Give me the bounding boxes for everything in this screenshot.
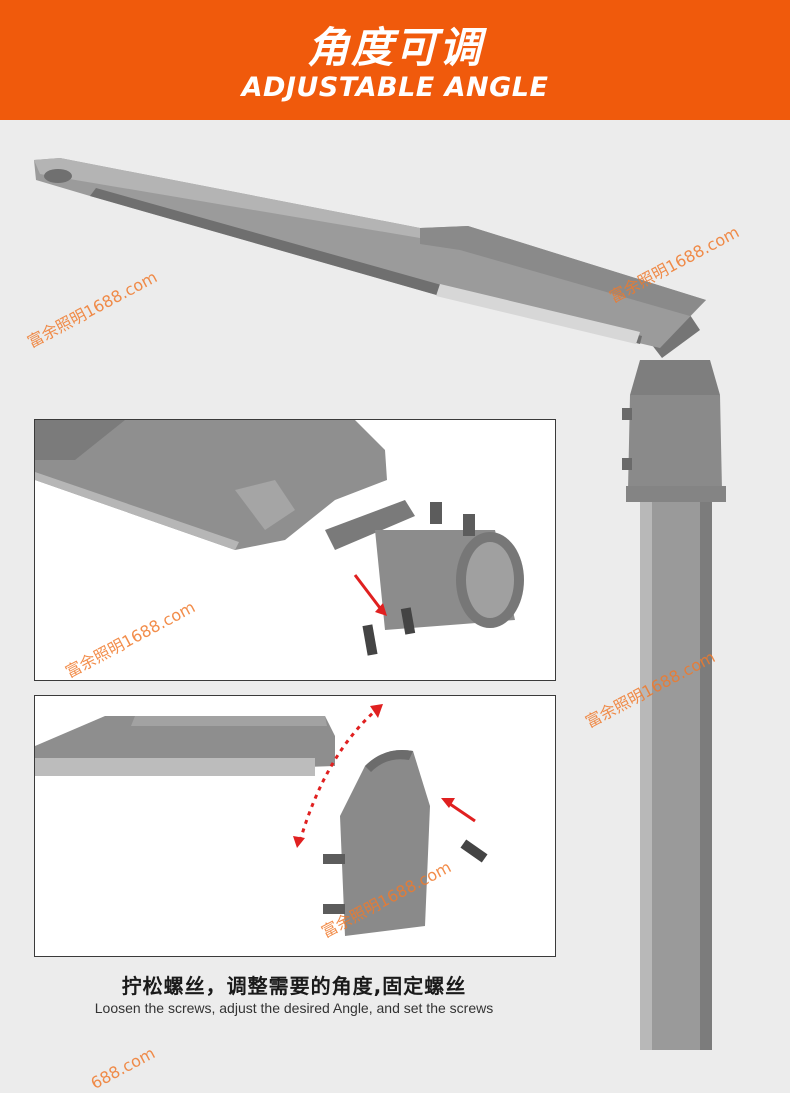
- banner-title-en: ADJUSTABLE ANGLE: [241, 72, 549, 103]
- detail-panel-disassembly: [34, 419, 556, 681]
- banner-title-cn: 角度可调: [306, 23, 483, 72]
- detail-panel-adjustment: [34, 695, 556, 957]
- adjustment-illustration: [35, 704, 488, 936]
- header-banner: 角度可调 ADJUSTABLE ANGLE: [0, 0, 790, 120]
- pole-adapter: [628, 395, 722, 490]
- lamp-head-body: [34, 158, 706, 348]
- caption-chinese: 拧松螺丝，调整需要的角度,固定螺丝: [121, 974, 467, 998]
- caption-english: Loosen the screws, adjust the desired An…: [94, 1000, 494, 1016]
- street-light-illustration: [34, 158, 726, 1050]
- disassembly-illustration: [35, 420, 524, 656]
